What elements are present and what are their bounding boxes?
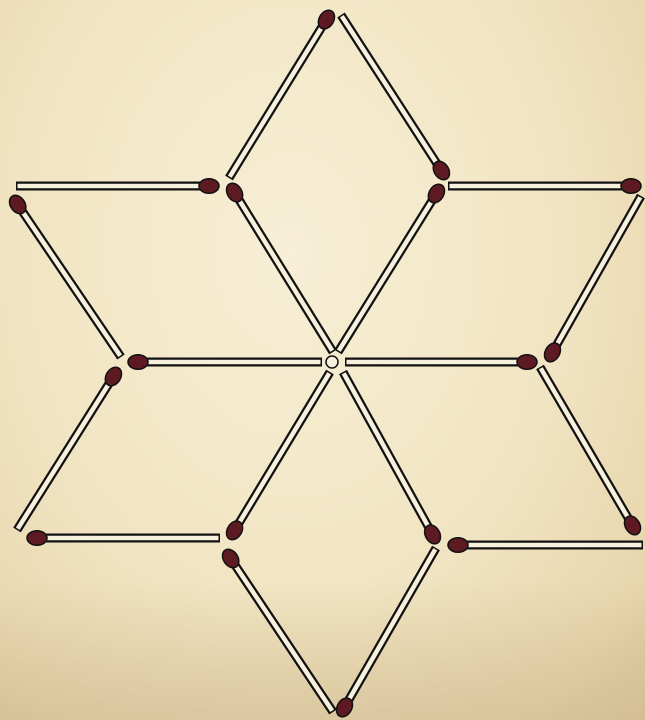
matchstick[interactable] xyxy=(540,367,644,538)
matchstick-wood xyxy=(18,377,113,528)
match-head xyxy=(517,355,537,369)
matchstick[interactable] xyxy=(448,538,643,552)
matchstick[interactable] xyxy=(341,15,453,183)
matchstick-wood xyxy=(344,373,432,533)
matchstick[interactable] xyxy=(128,355,322,369)
matchstick-wood xyxy=(342,16,441,169)
matchstick[interactable] xyxy=(6,192,121,357)
matchstick[interactable] xyxy=(219,546,333,712)
matchstick-wood xyxy=(18,205,120,355)
matchstick[interactable] xyxy=(16,179,219,193)
matchstick[interactable] xyxy=(229,7,338,178)
matchstick[interactable] xyxy=(448,179,641,193)
matchstick[interactable] xyxy=(27,531,220,545)
matchstick[interactable] xyxy=(333,548,436,720)
match-head xyxy=(128,355,148,369)
matchstick-wood xyxy=(235,193,332,350)
matchstick-wood xyxy=(230,20,326,176)
match-head xyxy=(621,179,641,193)
matchstick[interactable] xyxy=(345,355,537,369)
matchstick[interactable] xyxy=(223,180,333,352)
match-head xyxy=(27,531,47,545)
center-hub xyxy=(326,356,338,368)
matchstick-wood xyxy=(541,368,632,524)
matchstick[interactable] xyxy=(343,372,444,547)
matchstick[interactable] xyxy=(338,181,448,352)
matchstick-wood xyxy=(553,197,640,351)
matchstick[interactable] xyxy=(223,372,330,543)
matchstick-wood xyxy=(235,373,329,529)
matchstick-wood xyxy=(345,549,435,706)
match-head xyxy=(448,538,468,552)
matchstick-wood xyxy=(339,194,436,350)
matchstick-wood xyxy=(231,559,332,710)
match-head xyxy=(199,179,219,193)
matchstick[interactable] xyxy=(541,196,641,365)
matchstick[interactable] xyxy=(17,364,125,530)
